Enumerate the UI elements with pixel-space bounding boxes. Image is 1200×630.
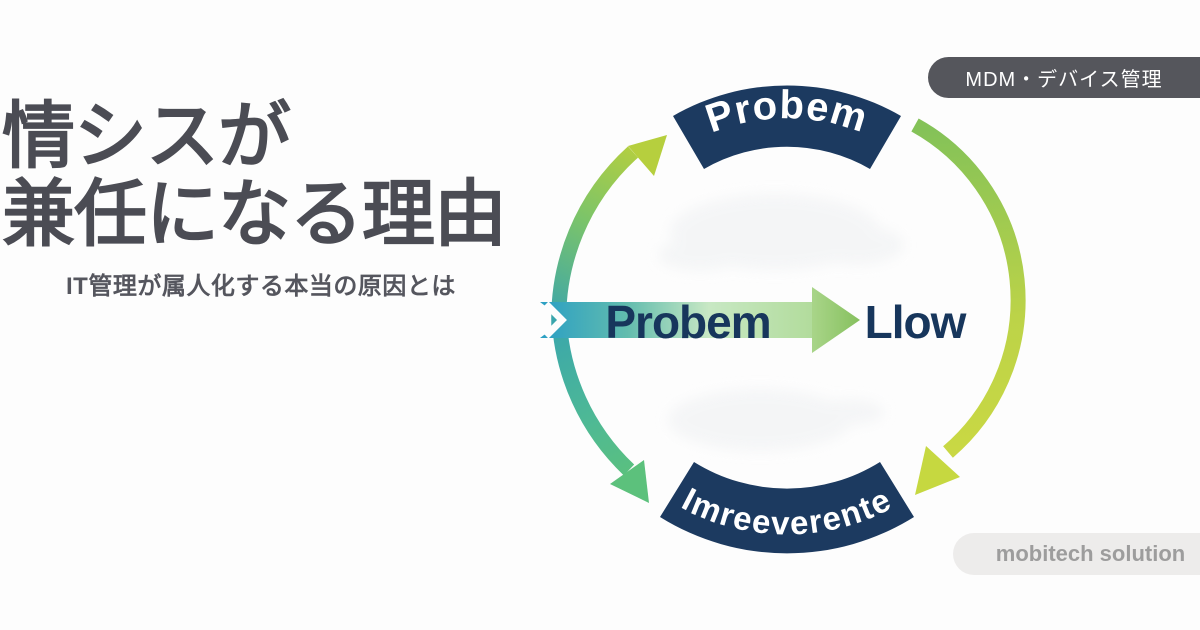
flow-label: Llow — [865, 296, 967, 348]
arrowhead-up-right — [628, 135, 667, 176]
center-arrow-label: Probem — [605, 296, 770, 348]
bottom-banner — [660, 462, 914, 554]
arrowhead-down-right — [610, 460, 649, 503]
page-subtitle: IT管理が属人化する本当の原因とは — [66, 273, 456, 300]
page-title-line1: 情シスが — [2, 96, 291, 177]
ghost-smudges — [658, 194, 904, 451]
arrowhead-down-left — [915, 446, 960, 495]
top-banner — [673, 85, 901, 169]
page-title-line2: 兼任になる理由 — [2, 174, 507, 256]
brand-pill: mobitech solution — [953, 533, 1200, 575]
cycle-arc-right — [911, 118, 1026, 458]
category-badge: MDM・デバイス管理 — [928, 57, 1200, 98]
brand-pill-label: mobitech solution — [995, 541, 1186, 566]
category-badge-label: MDM・デバイス管理 — [965, 69, 1163, 91]
page-title: 情シスが 兼任になる理由 — [2, 96, 507, 256]
center-arrow — [540, 287, 860, 353]
